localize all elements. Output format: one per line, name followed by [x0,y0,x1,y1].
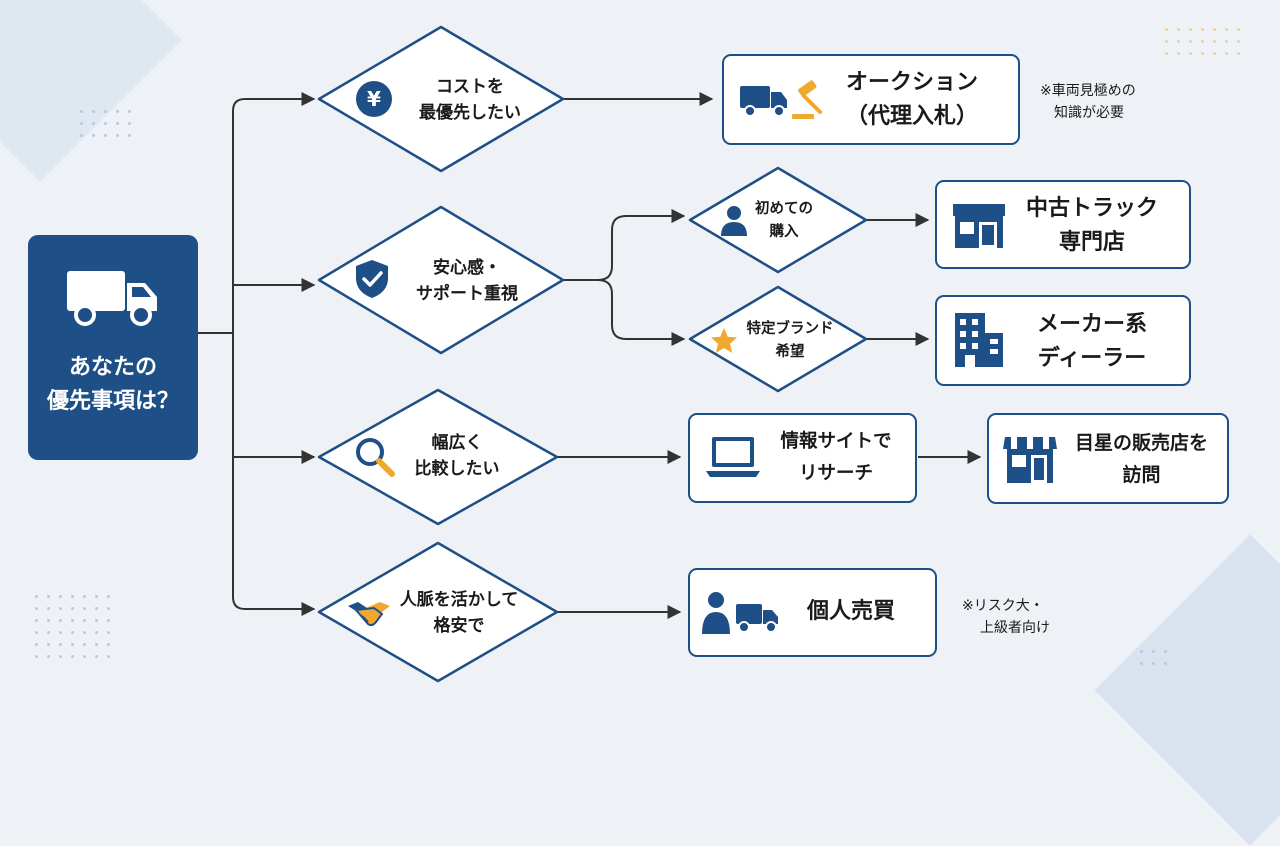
result-info-site-label: 情報サイトで リサーチ [766,426,906,490]
svg-text:¥: ¥ [367,87,381,111]
note-auction: ※車両見極めの 知識が必要 [1040,80,1190,124]
result-auction-line2: （代理入札） [845,104,978,129]
result-dealer: メーカー系 ディーラー [935,295,1191,386]
decision-support-shape [317,205,565,355]
decision-brand-line2: 希望 [775,344,805,360]
shop-icon [953,204,1005,248]
decision-network-line1: 人脈を活かして [399,590,519,610]
magnifier-icon [356,438,395,477]
decor-dots-top-right [1165,28,1240,55]
decision-cost-shape [317,25,565,173]
person-truck-icon [702,592,778,634]
person-icon [721,206,747,236]
truck-gavel-icon [740,80,822,119]
decision-network-shape [317,541,559,683]
decision-cost-label: コストを 最優先したい [395,74,545,126]
decor-dots-top-left [80,110,131,137]
result-private-label: 個人売買 [786,595,916,629]
result-dealer-line2: ディーラー [1037,346,1147,371]
result-dealer-label: メーカー系 ディーラー [1007,308,1177,376]
decision-first-label: 初めての 購入 [744,198,824,244]
decor-dots-bottom-right [1140,650,1167,665]
decision-compare-line2: 比較したい [414,459,500,479]
shield-check-icon [356,260,388,298]
result-private-line1: 個人売買 [806,599,895,624]
result-used-shop-label: 中古トラック 専門店 [1007,192,1177,260]
decision-compare-label: 幅広く 比較したい [392,430,522,482]
start-title-line1: あなたの [68,355,157,380]
connector-trunk [232,98,314,610]
decision-compare-line1: 幅広く [431,433,483,453]
note-private-line1: ※リスク大・ [962,598,1044,614]
note-private: ※リスク大・ 上級者向け [962,595,1112,639]
result-used-shop-line1: 中古トラック [1025,196,1158,221]
decision-network-line2: 格安で [433,616,485,636]
result-visit-label: 目星の販売店を 訪問 [1059,427,1224,491]
flow-connectors [198,25,982,683]
note-private-line2: 上級者向け [980,620,1050,636]
storefront-icon [1003,437,1057,483]
handshake-icon [348,602,390,627]
result-used-shop-line2: 専門店 [1058,230,1125,255]
laptop-icon [706,437,760,477]
result-info-site-line1: 情報サイトで [780,431,892,452]
result-visit: 目星の販売店を 訪問 [987,413,1229,504]
decision-brand-label: 特定ブランド 希望 [740,318,840,364]
result-info-site: 情報サイトで リサーチ [688,413,917,503]
connector-support-first [564,209,686,281]
building-icon [955,313,1003,367]
result-auction-label: オークション （代理入札） [822,66,1002,134]
result-private: 個人売買 [688,568,937,657]
decision-first-shape [688,166,868,274]
connector-support-brand [564,279,686,346]
start-title: あなたの 優先事項は？ [47,351,179,419]
star-icon [711,328,737,353]
decision-network-label: 人脈を活かして 格安で [394,587,524,639]
yen-icon: ¥ [356,81,392,117]
result-used-shop: 中古トラック 専門店 [935,180,1191,269]
result-info-site-line2: リサーチ [798,463,873,484]
decision-support-line1: 安心感・ [433,258,501,278]
result-auction: オークション （代理入札） [722,54,1020,145]
note-auction-line1: ※車両見極めの [1040,83,1136,99]
note-auction-line2: 知識が必要 [1054,105,1124,121]
result-visit-line1: 目星の販売店を [1074,432,1208,454]
start-node: あなたの 優先事項は？ [28,235,198,460]
truck-icon [67,271,157,326]
decision-brand-shape [688,285,868,393]
decor-dots-bottom-left [35,595,110,658]
decision-first-line1: 初めての [755,201,813,217]
decision-brand-line1: 特定ブランド [746,321,834,337]
result-dealer-line1: メーカー系 [1036,312,1147,337]
decision-cost-line2: 最優先したい [419,103,521,123]
start-title-line2: 優先事項は？ [46,389,179,414]
result-auction-line1: オークション [845,70,978,95]
decision-compare-shape [317,388,559,526]
decision-support-line2: サポート重視 [416,284,518,304]
decision-first-line2: 購入 [769,224,799,240]
result-visit-line2: 訪問 [1122,464,1161,486]
decision-cost-line1: コストを [436,77,504,97]
decision-support-label: 安心感・ サポート重視 [392,255,542,307]
